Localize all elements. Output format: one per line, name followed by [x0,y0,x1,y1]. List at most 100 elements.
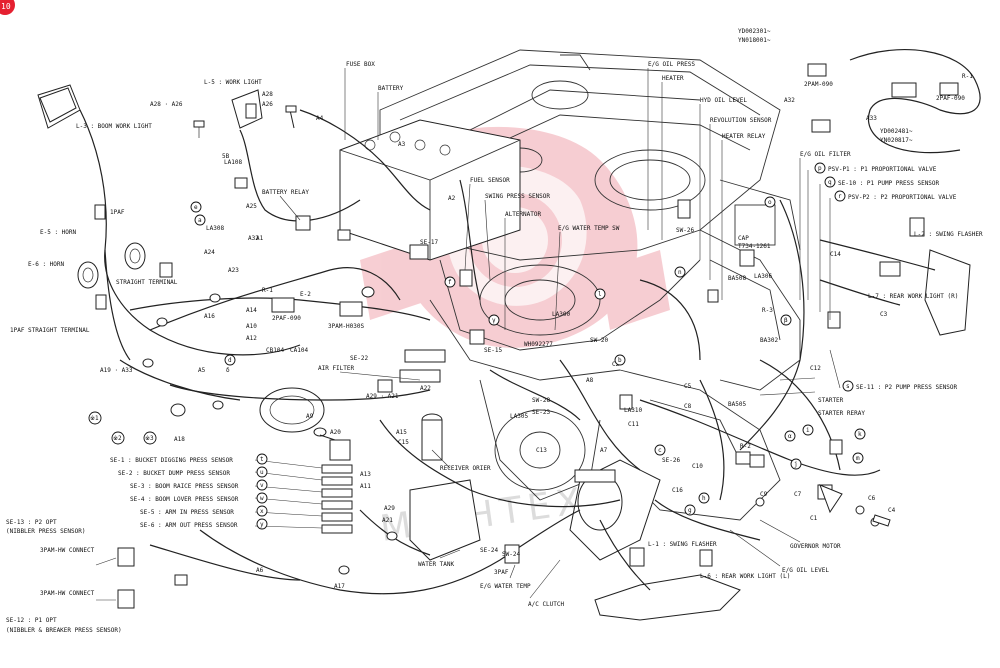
ref-a32: A32 [248,235,259,242]
marker-b: b [618,357,622,364]
ref-a19-a33: A19 · A33 [100,367,133,374]
sensor-letter-u: u [260,469,264,476]
marker-i: i [806,427,810,434]
sensor-letter-y: y [260,521,264,528]
conn-se15: SE-15 [484,347,502,354]
sensor-se2: SE-2 : BUCKET DUMP PRESS SENSOR [118,470,230,477]
sensor-se3: SE-3 : BOOM RAICE PRESS SENSOR [130,483,239,490]
ref-c12: C12 [810,365,821,372]
conn-la306: LA306 [754,273,772,280]
label-straight-terminal: STRAIGHT TERMINAL [116,279,178,286]
ref-a6: A6 [256,567,264,574]
ref-c8: C8 [684,403,692,410]
label-fuel-sensor: FUEL SENSOR [470,177,510,184]
right-letter-p: p [818,165,822,172]
ref-a17: A17 [334,583,345,590]
ref-a1: A1 [256,235,264,242]
watermark-text: MIGHTEX [378,480,590,550]
ref-a29-a21: A29 · A21 [366,393,399,400]
conn-la310: LA310 [624,407,642,414]
ref-a2: A2 [448,195,456,202]
marker-k: k [858,431,862,438]
top-right-harness [807,49,981,154]
label-se13: SE-13 : P2 OPT [6,519,57,526]
label-3pam-hw-connect-1: 3PAM-HW CONNECT [40,547,95,554]
ref-c4: C4 [888,507,896,514]
sensor-letter-t: t [260,456,264,463]
ref-a15: A15 [396,429,407,436]
conn-sw26: SW-26 [676,227,694,234]
conn-se23: SE-23 [532,409,550,416]
conn-cap: CAP [738,235,749,242]
circled-markers: a b c d e f g h i j k l m n o α β γ δ ※1… [88,196,866,516]
horns [77,242,146,289]
corner-badge [0,0,15,15]
label-receiver-orier: RECEIVER ORIER [440,465,491,472]
right-letter-q: q [828,179,832,186]
code-yn018001: YN018001~ [738,37,771,44]
marker-e: e [194,204,198,211]
code-yd002301: YD002301~ [738,28,771,35]
label-swing-press-sensor: SWING PRESS SENSOR [485,193,550,200]
ref-a16: A16 [204,313,215,320]
label-governor-motor: GOVERNOR MOTOR [790,543,841,550]
marker-star2: ※2 [113,435,122,442]
ref-a5: A5 [198,367,206,374]
right-psv-p2: PSV-P2 : P2 PROPORTIONAL VALVE [848,194,957,201]
label-hyd-oil-level: HYD OIL LEVEL [700,97,747,104]
conn-ba302: BA302 [760,337,778,344]
right-letter-r: r [838,193,842,200]
label-se13-sub: (NIBBLER PRESS SENSOR) [6,528,85,535]
ref-c15: C15 [398,439,409,446]
right-se11: SE-11 : P2 PUMP PRESS SENSOR [856,384,958,391]
label-starter: STARTER [818,397,844,404]
label-a32-right: A32 [784,97,795,104]
marker-star1: ※1 [90,415,99,422]
ref-a28: A28 [262,91,273,98]
label-fuse-box: FUSE BOX [346,61,375,68]
ref-c2: C2 [612,361,620,368]
ref-c13: C13 [536,447,547,454]
conn-ca104: CA104 [290,347,308,354]
label-eg-oil-press: E/G OIL PRESS [648,61,695,68]
code-yd002481: YD002481~ [880,128,913,135]
conn-la305: LA305 [510,413,528,420]
harness-wires [79,109,936,595]
marker-d: d [228,357,232,364]
ref-a9: A9 [306,413,314,420]
label-horn-e6: E-6 : HORN [28,261,65,268]
label-ac-clutch: A/C CLUTCH [528,601,565,608]
ref-a12: A12 [246,335,257,342]
label-rear-work-light-l: L-6 : REAR WORK LIGHT (L) [700,573,790,580]
corner-badge-text: 10 [1,2,11,11]
label-heater: HEATER [662,75,684,82]
conn-t734-1261: T734-1261 [738,243,771,250]
conn-ba505: BA505 [728,401,746,408]
ref-c3: C3 [880,311,888,318]
conn-cb104: CB104 [266,347,284,354]
tanks [409,413,661,561]
connector-labels: 1PAF 2PAF-090 SE-17 SE-15 SE-22 SE-23 SE… [110,153,778,576]
label-heater-relay: HEATER RELAY [722,133,766,140]
ref-a3: A3 [398,141,406,148]
ref-a18: A18 [174,436,185,443]
ref-a7: A7 [600,447,608,454]
conn-1paf: 1PAF [110,209,125,216]
harness-refs: A1 A2 A3 A4 A5 A6 A7 A8 A9 A10 A11 A12 A… [100,91,896,590]
conn-3paf: 3PAF [494,569,509,576]
ref-a11: A11 [360,483,371,490]
sensor-se1: SE-1 : BUCKET DIGGING PRESS SENSOR [110,457,233,464]
label-3pam-h030s: 3PAM-H030S [328,323,365,330]
conn-r2: R-2 [740,443,751,450]
marker-a: a [198,217,202,224]
label-swing-flasher-l1: L-1 : SWING FLASHER [648,541,717,548]
ref-c9: C9 [760,491,768,498]
right-letter-s: s [846,383,850,390]
conn-sw28: SW-28 [532,397,550,404]
marker-g: g [688,507,692,514]
marker-f: f [448,279,452,286]
ref-a8: A8 [586,377,594,384]
sensor-se6: SE-6 : ARM OUT PRESS SENSOR [140,522,238,529]
marker-gamma: γ [492,317,496,324]
